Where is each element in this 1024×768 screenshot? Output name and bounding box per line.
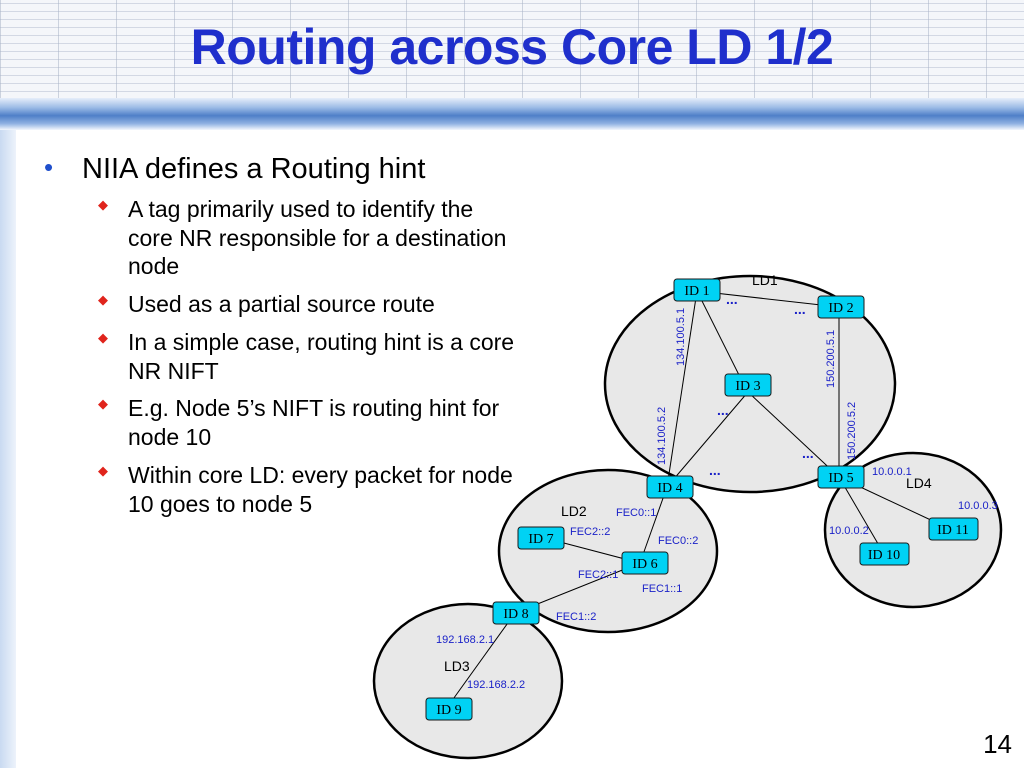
edge-label-150-200-5-1: 150.200.5.1 xyxy=(825,330,837,388)
node-id-7: ID 7 xyxy=(517,526,565,550)
sub-bullet-item: ◆ Used as a partial source route xyxy=(82,290,524,319)
node-id-9: ID 9 xyxy=(425,697,473,721)
edge-label-150-200-5-2: 150.200.5.2 xyxy=(846,402,858,460)
domain-ld2-ellipse xyxy=(497,468,719,634)
sub-bullet-item: ◆ In a simple case, routing hint is a cor… xyxy=(82,328,524,386)
diamond-bullet-icon: ◆ xyxy=(98,329,108,345)
ellipsis-label: ... xyxy=(717,402,729,418)
node-id-4: ID 4 xyxy=(646,475,694,499)
ellipsis-label: ... xyxy=(709,462,721,478)
edge-label-134-100-5-1: 134.100.5.1 xyxy=(675,308,687,366)
node-id-1: ID 1 xyxy=(673,278,721,302)
edge-label-fec0-1: FEC0::1 xyxy=(616,507,656,519)
node-label: ID 9 xyxy=(436,703,461,718)
side-gradient-strip xyxy=(0,130,16,768)
node-label: ID 1 xyxy=(684,284,709,299)
bullet-main-text: NIIA defines a Routing hint xyxy=(82,153,426,185)
domain-ld3-ellipse xyxy=(372,602,564,760)
sub-bullet-list: ◆ A tag primarily used to identify the co… xyxy=(44,195,524,519)
ellipsis-label: ... xyxy=(794,301,806,317)
diamond-bullet-icon: ◆ xyxy=(98,396,108,412)
node-id-3: ID 3 xyxy=(724,373,772,397)
node-id-11: ID 11 xyxy=(928,517,979,541)
edge-label-10-0-0-3: 10.0.0.3 xyxy=(958,500,998,512)
sub-bullet-item: ◆ E.g. Node 5’s NIFT is routing hint for … xyxy=(82,394,524,452)
sub-bullet-text: Within core LD: every packet for node 10… xyxy=(128,461,513,517)
sub-bullet-text: In a simple case, routing hint is a core… xyxy=(128,328,515,384)
node-label: ID 10 xyxy=(868,548,900,563)
node-label: ID 8 xyxy=(503,607,528,622)
sub-bullet-text: E.g. Node 5’s NIFT is routing hint for n… xyxy=(128,395,500,451)
sub-bullet-item: ◆ Within core LD: every packet for node 1… xyxy=(82,461,524,519)
node-label: ID 7 xyxy=(528,532,553,547)
domain-label-ld2: LD2 xyxy=(561,503,587,519)
sub-bullet-item: ◆ A tag primarily used to identify the co… xyxy=(82,195,524,281)
slide-title: Routing across Core LD 1/2 xyxy=(190,19,834,75)
edge-label-fec1-2: FEC1::2 xyxy=(556,611,596,623)
node-label: ID 6 xyxy=(632,557,657,572)
node-id-6: ID 6 xyxy=(621,551,669,575)
edge-label-fec0-2: FEC0::2 xyxy=(658,535,698,547)
edge-label-10-0-0-1: 10.0.0.1 xyxy=(872,466,912,478)
domain-label-ld1: LD1 xyxy=(752,272,778,288)
edge-label-134-100-5-2: 134.100.5.2 xyxy=(656,407,668,465)
node-id-2: ID 2 xyxy=(817,295,865,319)
node-label: ID 5 xyxy=(828,471,853,486)
diamond-bullet-icon: ◆ xyxy=(98,292,108,308)
diamond-bullet-icon: ◆ xyxy=(98,196,108,212)
bullet-main: • NIIA defines a Routing hint xyxy=(44,152,524,187)
node-label: ID 11 xyxy=(937,523,969,538)
bullet-list: • NIIA defines a Routing hint ◆ A tag pri… xyxy=(44,152,524,527)
sub-bullet-text: A tag primarily used to identify the cor… xyxy=(128,195,507,280)
header-grid-decoration xyxy=(0,0,1024,100)
bullet-dot-icon: • xyxy=(44,152,54,182)
header-gradient-bar xyxy=(0,98,1024,130)
node-id-5: ID 5 xyxy=(817,465,865,489)
edge-label-fec1-1: FEC1::1 xyxy=(642,583,682,595)
edge-label-10-0-0-2: 10.0.0.2 xyxy=(829,525,869,537)
domain-label-ld4: LD4 xyxy=(906,475,932,491)
domain-label-ld3: LD3 xyxy=(444,658,470,674)
diamond-bullet-icon: ◆ xyxy=(98,462,108,478)
page-number: 14 xyxy=(983,729,1012,759)
node-label: ID 4 xyxy=(657,481,682,496)
node-label: ID 2 xyxy=(828,301,853,316)
edge-label-fec2-2: FEC2::2 xyxy=(570,526,610,538)
sub-bullet-text: Used as a partial source route xyxy=(128,291,435,318)
edge-label-fec2-1: FEC2::1 xyxy=(578,569,618,581)
edge-label-192-168-2-1: 192.168.2.1 xyxy=(436,634,494,646)
ellipsis-label: ... xyxy=(726,291,738,307)
node-label: ID 3 xyxy=(735,379,760,394)
node-id-10: ID 10 xyxy=(859,542,910,566)
edge-label-192-168-2-2: 192.168.2.2 xyxy=(467,679,525,691)
node-id-8: ID 8 xyxy=(492,601,540,625)
ellipsis-label: ... xyxy=(802,445,814,461)
